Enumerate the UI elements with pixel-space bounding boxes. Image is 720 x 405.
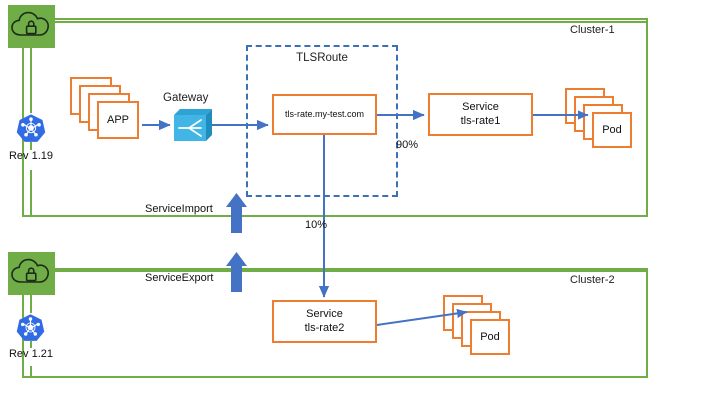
gateway-node	[174, 109, 212, 146]
cluster-2-kubernetes-icon	[16, 313, 45, 342]
tlsroute-region-title: TLSRoute	[296, 52, 348, 64]
cloud-lock-icon	[11, 258, 49, 283]
cluster-2-cloud-badge	[8, 252, 55, 295]
weight-secondary-label: 10%	[305, 219, 328, 231]
service-tls-rate1-name: tls-rate1	[460, 114, 501, 127]
tlsroute-host-label: tls-rate.my-test.com	[284, 108, 364, 119]
cluster-1-frame	[22, 18, 648, 217]
cloud-lock-icon	[11, 11, 49, 36]
cluster-1-cloud-badge	[8, 5, 55, 48]
service-export-arrow	[226, 252, 247, 292]
pod1-card-front	[592, 112, 632, 148]
cluster-1-kubernetes-icon	[16, 113, 46, 143]
weight-primary-label: 90%	[396, 139, 419, 151]
service-tls-rate2-box: Service tls-rate2	[272, 300, 377, 343]
service-import-label: ServiceImport	[145, 203, 213, 215]
pod-stack-cluster-1: Pod	[565, 88, 633, 150]
service-tls-rate1-box: Service tls-rate1	[428, 93, 533, 136]
kubernetes-helm-icon	[16, 114, 46, 142]
cluster-2-label: Cluster-2	[570, 274, 615, 286]
service-import-arrow	[226, 193, 247, 233]
app-stack: APP	[70, 77, 139, 141]
gateway-icon	[174, 109, 212, 141]
app-label: APP	[106, 114, 129, 126]
gateway-label: Gateway	[163, 92, 209, 104]
service-tls-rate2-name: tls-rate2	[304, 321, 345, 334]
pod1-label: Pod	[602, 124, 622, 136]
pod2-card-front	[470, 319, 510, 355]
kubernetes-helm-icon	[16, 314, 45, 341]
pod2-label: Pod	[480, 331, 500, 343]
service-export-label: ServiceExport	[145, 272, 214, 284]
edge-service2-to-pod2	[376, 308, 468, 326]
service-tls-rate2-kind: Service	[306, 307, 343, 320]
tlsroute-region	[246, 45, 398, 197]
service-tls-rate1-kind: Service	[462, 100, 499, 113]
cluster-1-revision-label: Rev 1.19	[8, 150, 54, 162]
cluster-2-revision-label: Rev 1.21	[8, 348, 54, 360]
cluster-1-label: Cluster-1	[570, 24, 615, 36]
app-card-front	[97, 101, 139, 139]
tlsroute-host-box: tls-rate.my-test.com	[272, 94, 377, 135]
